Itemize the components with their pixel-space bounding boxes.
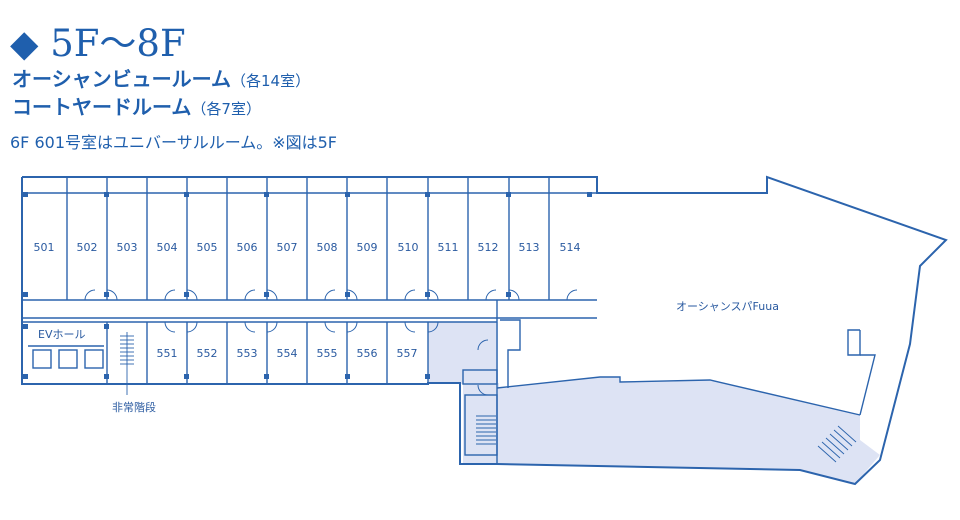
elevator-2 bbox=[58, 349, 78, 369]
room-511: 511 bbox=[438, 241, 459, 254]
pillars bbox=[23, 192, 592, 379]
ocean-view-name: オーシャンビュールーム bbox=[12, 67, 231, 91]
room-507: 507 bbox=[277, 241, 298, 254]
stairs-spa bbox=[817, 425, 857, 463]
room-510: 510 bbox=[398, 241, 419, 254]
room-551: 551 bbox=[157, 347, 178, 360]
floor-note: 6F 601号室はユニバーサルルーム。※図は5F bbox=[10, 133, 337, 152]
elevator-1 bbox=[32, 349, 52, 369]
stairs-label: 非常階段 bbox=[112, 400, 156, 414]
room-556: 556 bbox=[357, 347, 378, 360]
room-506: 506 bbox=[237, 241, 258, 254]
elevators bbox=[28, 345, 104, 369]
room-514: 514 bbox=[560, 241, 581, 254]
room-513: 513 bbox=[519, 241, 540, 254]
ocean-room-walls bbox=[66, 177, 550, 300]
shaded-areas bbox=[428, 322, 880, 484]
stair-shade bbox=[463, 383, 499, 463]
courtyard-heading: コートヤードルーム（各7室） bbox=[12, 94, 261, 122]
room-552: 552 bbox=[197, 347, 218, 360]
ocean-view-heading: オーシャンビュールーム（各14室） bbox=[12, 66, 310, 94]
spa-label: オーシャンスパFuua bbox=[676, 300, 779, 313]
room-503: 503 bbox=[117, 241, 138, 254]
stairs-west bbox=[120, 332, 134, 395]
door-swings bbox=[84, 289, 578, 396]
room-509: 509 bbox=[357, 241, 378, 254]
room-553: 553 bbox=[237, 347, 258, 360]
room-505: 505 bbox=[197, 241, 218, 254]
room-557: 557 bbox=[397, 347, 418, 360]
room-504: 504 bbox=[157, 241, 178, 254]
room-512: 512 bbox=[478, 241, 499, 254]
corridor-lines bbox=[22, 192, 876, 464]
ocean-view-count: （各14室） bbox=[231, 72, 311, 90]
spa-shade bbox=[497, 377, 880, 484]
room-501: 501 bbox=[34, 241, 55, 254]
courtyard-count: （各7室） bbox=[191, 100, 261, 118]
room-508: 508 bbox=[317, 241, 338, 254]
elevator-3 bbox=[84, 349, 104, 369]
room-555: 555 bbox=[317, 347, 338, 360]
floors-title: ◆ 5F～8F bbox=[10, 22, 186, 65]
room-502: 502 bbox=[77, 241, 98, 254]
room-554: 554 bbox=[277, 347, 298, 360]
stairs-south bbox=[476, 415, 496, 445]
courtyard-name: コートヤードルーム bbox=[12, 95, 192, 119]
ev-hall-label: EVホール bbox=[38, 328, 85, 341]
